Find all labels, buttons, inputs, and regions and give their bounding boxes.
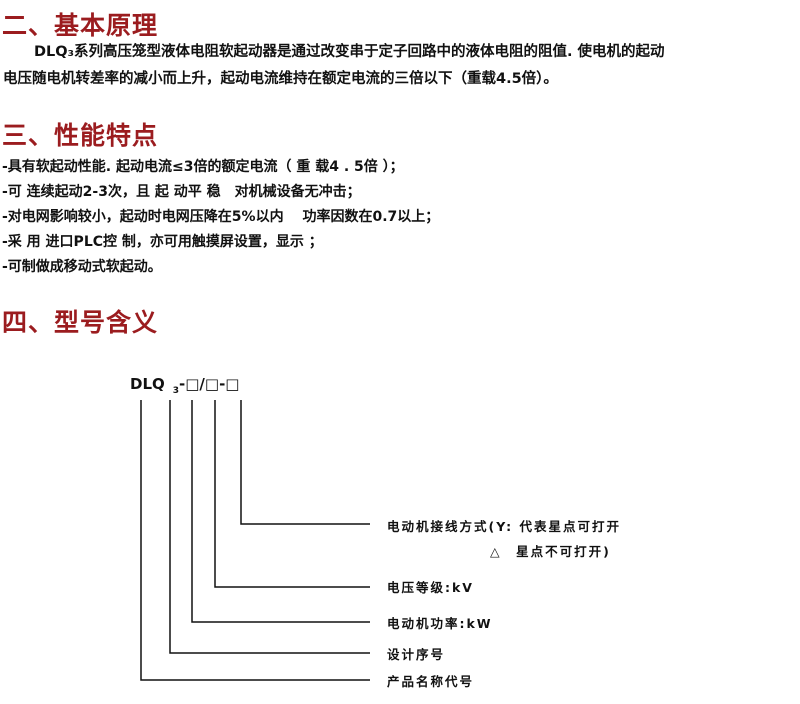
model-code: DLQ 3-□/□-□ — [130, 375, 239, 396]
label-wiring-cont: △ 星点不可打开) — [490, 544, 611, 559]
leader-line-wiring — [240, 400, 370, 525]
leader-line-product — [140, 400, 370, 681]
label-product-code: 产品名称代号 — [387, 674, 475, 689]
heading-model-meaning: 四、型号含义 — [2, 308, 159, 337]
feature-item: -对电网影响较小，起动时电网压降在5%以内 功率因数在0.7以上； — [2, 209, 440, 225]
heading-basic-principle: 二、基本原理 — [2, 11, 159, 40]
leader-line-voltage — [214, 400, 370, 588]
label-voltage: 电压等级:kV — [387, 580, 474, 595]
model-sub: 3 — [172, 386, 180, 396]
model-prefix: DLQ — [130, 375, 165, 393]
leader-line-design — [169, 400, 370, 654]
label-wiring: 电动机接线方式(Y: 代表星点可打开 — [387, 519, 622, 534]
heading-features: 三、性能特点 — [2, 121, 159, 150]
feature-item: -可 连续起动2-3次，且 起 动平 稳 对机械设备无冲击； — [2, 184, 361, 200]
feature-item: -可制做成移动式软起动。 — [2, 259, 162, 275]
label-design-no: 设计序号 — [387, 647, 446, 662]
principle-line-2: 电压随电机转差率的减小而上升，起动电流维持在额定电流的三倍以下（重载4.5倍）。 — [3, 71, 558, 87]
principle-line-1: DLQ₃系列高压笼型液体电阻软起动器是通过改变串于定子回路中的液体电阻的阻值. … — [34, 44, 665, 60]
feature-item: -采 用 进口PLC控 制，亦可用触摸屏设置，显示 ； — [2, 234, 323, 250]
label-power: 电动机功率:kW — [387, 616, 493, 631]
leader-line-power — [191, 400, 370, 623]
feature-item: -具有软起动性能. 起动电流≤3倍的额定电流（ 重 载4 . 5倍 ）； — [2, 159, 404, 175]
model-rest: -□/□-□ — [179, 375, 240, 393]
